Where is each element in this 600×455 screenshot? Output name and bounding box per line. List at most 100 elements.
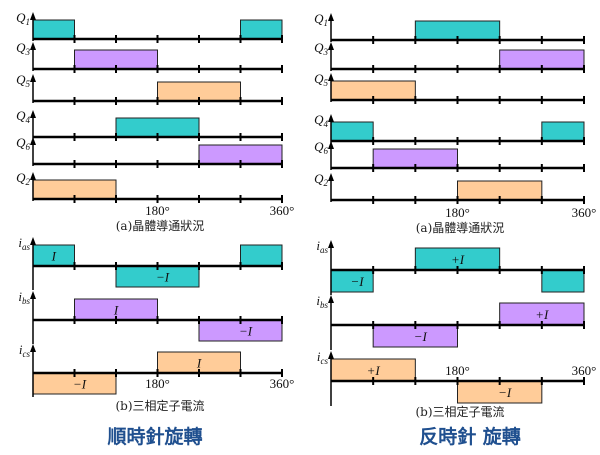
label-subscript: 1: [324, 18, 329, 28]
label-symbol: i: [316, 238, 320, 253]
current-value-label: +I: [367, 363, 381, 378]
current-row-ics: +I −I ics: [317, 349, 585, 406]
label-symbol: i: [19, 342, 23, 357]
label-symbol: Q: [314, 71, 324, 86]
current-bar: [240, 244, 283, 267]
switch-row-Q3: Q3: [16, 40, 283, 73]
axis-arrow-icon: [328, 42, 334, 50]
panel-title: 順時針旋轉: [107, 425, 202, 448]
switch-row-Q2: Q2: [16, 170, 283, 203]
current-value-label: −I: [73, 377, 87, 392]
label-symbol: i: [18, 289, 22, 304]
axis-arrow-icon: [30, 42, 36, 50]
label-subscript: 1: [26, 17, 31, 27]
label-symbol: Q: [16, 72, 26, 87]
current-value-label: +I: [535, 307, 549, 322]
axis-arrow-icon: [328, 13, 334, 21]
switch-row-Q4: Q4: [16, 108, 283, 141]
label-subscript: 2: [324, 178, 329, 188]
label-subscript: 6: [26, 142, 31, 152]
switch-row-Q5: Q5: [314, 71, 585, 104]
conduction-bar: [541, 121, 585, 142]
label-subscript: 2: [26, 177, 31, 187]
axis-arrow-icon: [30, 237, 36, 245]
axis-arrow-icon: [30, 137, 36, 145]
switch-row-Q5: Q5: [16, 72, 283, 105]
waveform-label: Q1: [314, 11, 328, 28]
current-value-label: +I: [451, 252, 465, 267]
axis-arrow-icon: [328, 114, 334, 122]
current-value-label: −I: [498, 385, 512, 400]
label-subscript: cs: [321, 356, 329, 366]
label-symbol: Q: [16, 108, 26, 123]
axis-arrow-icon: [30, 172, 36, 180]
label-subscript: bs: [22, 296, 31, 306]
waveform-label: Q4: [314, 112, 328, 129]
label-symbol: Q: [16, 40, 26, 55]
switch-row-Q3: Q3: [314, 40, 585, 73]
conduction-bar: [330, 121, 374, 142]
axis-arrow-icon: [328, 173, 334, 181]
current-value-label: I: [196, 356, 202, 371]
label-symbol: Q: [314, 40, 324, 55]
tick-label-360: 360°: [572, 205, 597, 220]
waveform-label: ics: [317, 349, 329, 366]
waveform-label: Q2: [16, 170, 30, 187]
axis-arrow-icon: [328, 295, 334, 303]
waveform-label: ias: [18, 235, 30, 252]
current-value-label: −I: [156, 270, 170, 285]
label-subscript: 4: [26, 115, 31, 125]
switch-row-Q2: Q2: [314, 171, 585, 204]
axis-arrow-icon: [30, 344, 36, 352]
tick-label-180: 180°: [145, 376, 170, 391]
switch-row-Q1: Q1: [314, 11, 585, 44]
label-subscript: 3: [25, 47, 31, 57]
current-value-label: −I: [414, 329, 428, 344]
tick-label-360: 360°: [270, 376, 295, 391]
label-symbol: Q: [314, 171, 324, 186]
tick-label-180: 180°: [145, 203, 170, 218]
label-symbol: i: [18, 235, 22, 250]
waveform-label: Q2: [314, 171, 328, 188]
tick-label-360: 360°: [270, 203, 295, 218]
waveform-label: ics: [19, 342, 31, 359]
label-symbol: Q: [314, 139, 324, 154]
current-value-label: −I: [239, 324, 253, 339]
axis-arrow-icon: [328, 141, 334, 149]
label-symbol: Q: [314, 11, 324, 26]
switch-row-Q6: Q6: [16, 135, 283, 168]
waveform-label: ias: [316, 238, 328, 255]
current-value-label: I: [51, 249, 57, 264]
conduction-bar: [32, 19, 75, 40]
label-subscript: 6: [324, 146, 329, 156]
label-symbol: Q: [16, 10, 26, 25]
label-symbol: Q: [16, 170, 26, 185]
axis-arrow-icon: [30, 74, 36, 82]
label-symbol: Q: [16, 135, 26, 150]
axis-arrow-icon: [328, 240, 334, 248]
current-value-label: I: [113, 303, 119, 318]
label-subscript: 5: [26, 79, 31, 89]
waveform-label: Q6: [314, 139, 328, 156]
caption-currents: (b)三相定子電流: [415, 404, 504, 419]
label-subscript: cs: [23, 349, 31, 359]
waveform-label: Q5: [16, 72, 30, 89]
panel-title: 反時針 旋轉: [419, 425, 521, 448]
current-row-ias: I −I ias: [18, 235, 283, 290]
axis-arrow-icon: [328, 351, 334, 359]
waveform-label: Q5: [314, 71, 328, 88]
label-subscript: as: [22, 242, 31, 252]
label-subscript: 4: [324, 119, 329, 129]
waveform-label: Q1: [16, 10, 30, 27]
switch-row-Q1: Q1: [16, 10, 283, 43]
axis-arrow-icon: [30, 110, 36, 118]
waveform-label: Q3: [314, 40, 328, 57]
axis-arrow-icon: [328, 73, 334, 81]
waveform-label: Q3: [16, 40, 30, 57]
caption-conduction: (a)晶體導通狀況: [116, 218, 205, 233]
axis-arrow-icon: [30, 291, 36, 299]
axis-arrow-icon: [30, 12, 36, 20]
